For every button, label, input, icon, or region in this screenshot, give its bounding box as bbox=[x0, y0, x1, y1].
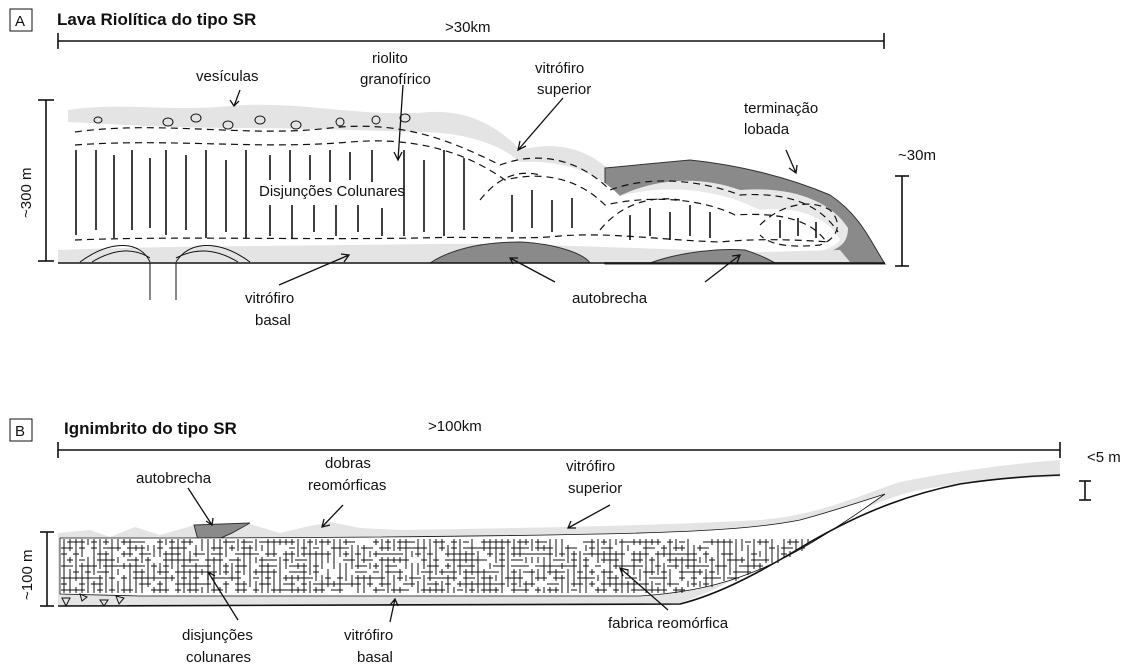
panel-a-letter: A bbox=[15, 13, 25, 30]
panel-b-end-thickness-bar bbox=[1079, 481, 1091, 500]
panel-b-thickness-bar bbox=[40, 532, 54, 606]
label-vitrofiro-superior-2: superior bbox=[537, 81, 591, 98]
panel-a-thickness-label: ~300 m bbox=[18, 168, 35, 218]
label-terminacao-1: terminação bbox=[744, 100, 818, 117]
label-riolito-2: granofírico bbox=[360, 71, 431, 88]
label-vitrofiro-superior-b-2: superior bbox=[568, 480, 622, 497]
label-vitrofiro-superior-1: vitrófiro bbox=[535, 60, 584, 77]
label-disjuncoes-b-2: colunares bbox=[186, 649, 251, 666]
panel-a-lobe-thickness-label: ~30m bbox=[898, 147, 936, 164]
panel-a-thickness-bar bbox=[38, 100, 54, 261]
label-vitrofiro-basal-b-2: basal bbox=[357, 649, 393, 666]
label-dobras-2: reomórficas bbox=[308, 477, 386, 494]
label-vitrofiro-basal-2: basal bbox=[255, 312, 291, 329]
feeder-dyke bbox=[150, 263, 176, 300]
panel-b-extent-label: >100km bbox=[428, 418, 482, 435]
panel-b-end-thickness-label: <5 m bbox=[1087, 449, 1121, 466]
panel-a-extent-label: >30km bbox=[445, 19, 490, 36]
panel-b-extent-bar bbox=[58, 442, 1060, 458]
label-vesiculas: vesículas bbox=[196, 68, 259, 85]
label-fabrica-reomorfica: fabrica reomórfica bbox=[608, 615, 729, 632]
label-vitrofiro-basal-1: vitrófiro bbox=[245, 290, 294, 307]
label-vitrofiro-basal-b-1: vitrófiro bbox=[344, 627, 393, 644]
panel-a-lobe-thickness-bar bbox=[895, 176, 909, 266]
panel-b-thickness-label: ~100 m bbox=[19, 550, 36, 600]
label-autobrecha-a: autobrecha bbox=[572, 290, 648, 307]
panel-a-title: Lava Riolítica do tipo SR bbox=[57, 10, 256, 29]
panel-b: B Ignimbrito do tipo SR >100km ~100 m <5… bbox=[10, 418, 1121, 666]
label-autobrecha-b: autobrecha bbox=[136, 470, 212, 487]
label-dobras-1: dobras bbox=[325, 455, 371, 472]
label-disjuncoes-b-1: disjunções bbox=[182, 627, 253, 644]
panel-b-letter: B bbox=[15, 423, 25, 440]
label-riolito-1: riolito bbox=[372, 50, 408, 67]
label-disjuncoes-colunares: Disjunções Colunares bbox=[259, 183, 405, 200]
label-vitrofiro-superior-b-1: vitrófiro bbox=[566, 458, 615, 475]
panel-a: A Lava Riolítica do tipo SR >30km ~300 m… bbox=[10, 9, 936, 329]
panel-b-title: Ignimbrito do tipo SR bbox=[64, 419, 237, 438]
label-terminacao-2: lobada bbox=[744, 121, 790, 138]
